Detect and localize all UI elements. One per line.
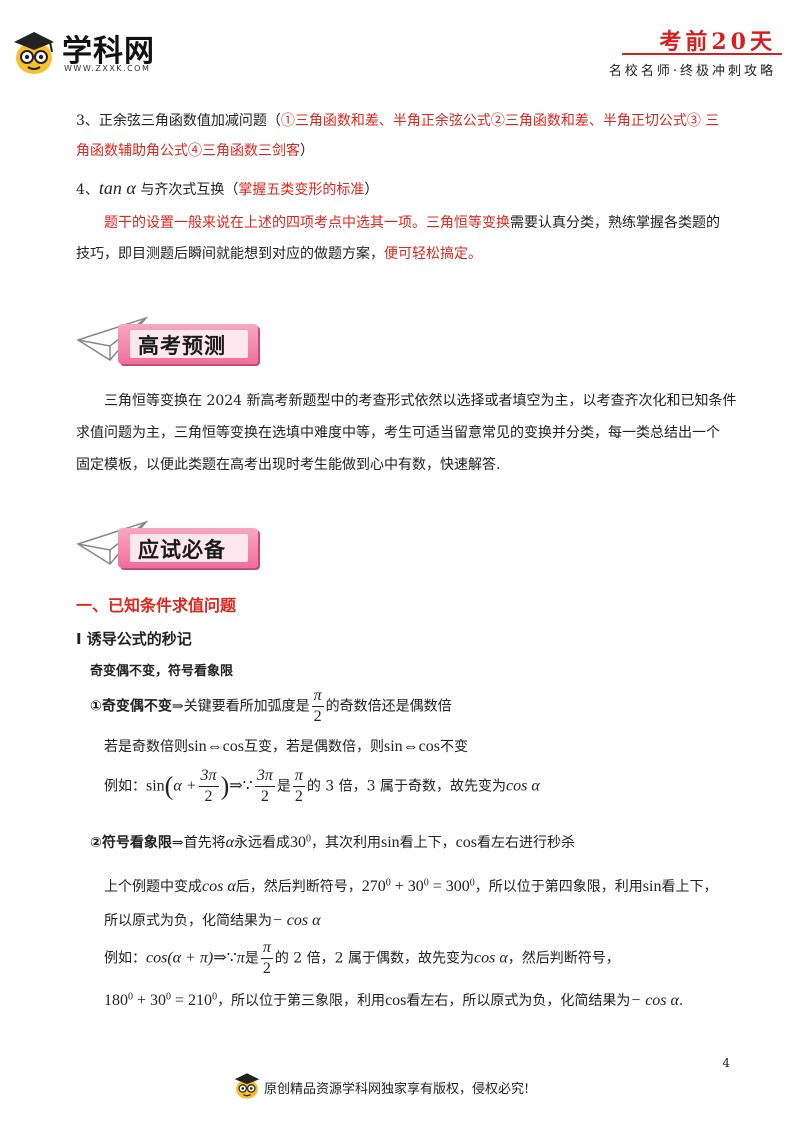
heading-3: 奇变偶不变，符号看象限	[90, 664, 234, 679]
forecast-line-3: 固定模板，以便此类题在高考出现时考生能做到心中有数，快速解答.	[76, 457, 501, 473]
mascot-icon	[234, 1073, 260, 1099]
logo-url: WWW.ZXXK.COM	[64, 64, 151, 73]
sign-explanation-2: 所以原式为负，化简结果为− cos α	[104, 912, 321, 929]
forecast-line-1: 三角恒等变换在 2024 新高考新题型中的考查形式依然以选择或者填空为主，以考查…	[104, 393, 737, 409]
forecast-line-2: 求值问题为主，三角恒等变换在选填中难度中等，考生可适当留意常见的变换并分类，每一…	[76, 425, 720, 441]
exam-banner-title: 应试必备	[138, 538, 226, 562]
item-3-line-1: 3、正余弦三角函数值加减问题（①三角函数和差、半角正余弦公式②三角函数和差、半角…	[76, 113, 720, 129]
logo-text: 学科网	[62, 34, 155, 69]
mascot-icon	[14, 32, 54, 74]
intro-line-1: 题干的设置一般来说在上述的四项考点中选其一项。三角恒等变换需要认真分类，熟练掌握…	[104, 215, 720, 231]
page-number: 4	[722, 1056, 730, 1070]
item-3-line-2: 角函数辅助角公式④三角函数三剑客）	[76, 143, 314, 159]
rule-sign-quadrant: ②符号看象限⇒首先将α永远看成300，其次利用sin看上下，cos看左右进行秒杀	[90, 833, 575, 851]
header-divider	[622, 53, 782, 55]
item-4: 4、tan α 与齐次式互换（掌握五类变形的标准）	[76, 178, 379, 198]
header-subtitle: 名校名师·终极冲刺攻略	[608, 64, 776, 79]
forecast-banner-title: 高考预测	[138, 334, 226, 358]
heading-2: I 诱导公式的秒记	[76, 630, 192, 648]
footer: 原创精品资源学科网独家享有版权，侵权必究!	[232, 1072, 592, 1102]
header-title: 考前20天	[659, 29, 776, 55]
odd-even-explanation: 若是奇数倍则sin⇔cos互变，若是偶数倍，则sin⇔cos不变	[104, 738, 468, 755]
intro-line-2: 技巧，即目测题后瞬间就能想到对应的做题方案，便可轻松搞定。	[76, 246, 482, 262]
sign-explanation-3: 1800 + 300 = 2100，所以位于第三象限，利用cos看左右，所以原式…	[104, 991, 684, 1009]
exam-banner-box	[118, 528, 258, 568]
footer-copyright: 原创精品资源学科网独家享有版权，侵权必究!	[264, 1082, 530, 1097]
heading-1: 一、已知条件求值问题	[76, 596, 237, 615]
forecast-banner-box	[118, 324, 258, 364]
header-logo: 学科网 WWW.ZXXK.COM	[10, 26, 190, 80]
sign-explanation-1: 上个例题中变成cos α后，然后判断符号，2700 + 300 = 3000，所…	[104, 877, 718, 895]
